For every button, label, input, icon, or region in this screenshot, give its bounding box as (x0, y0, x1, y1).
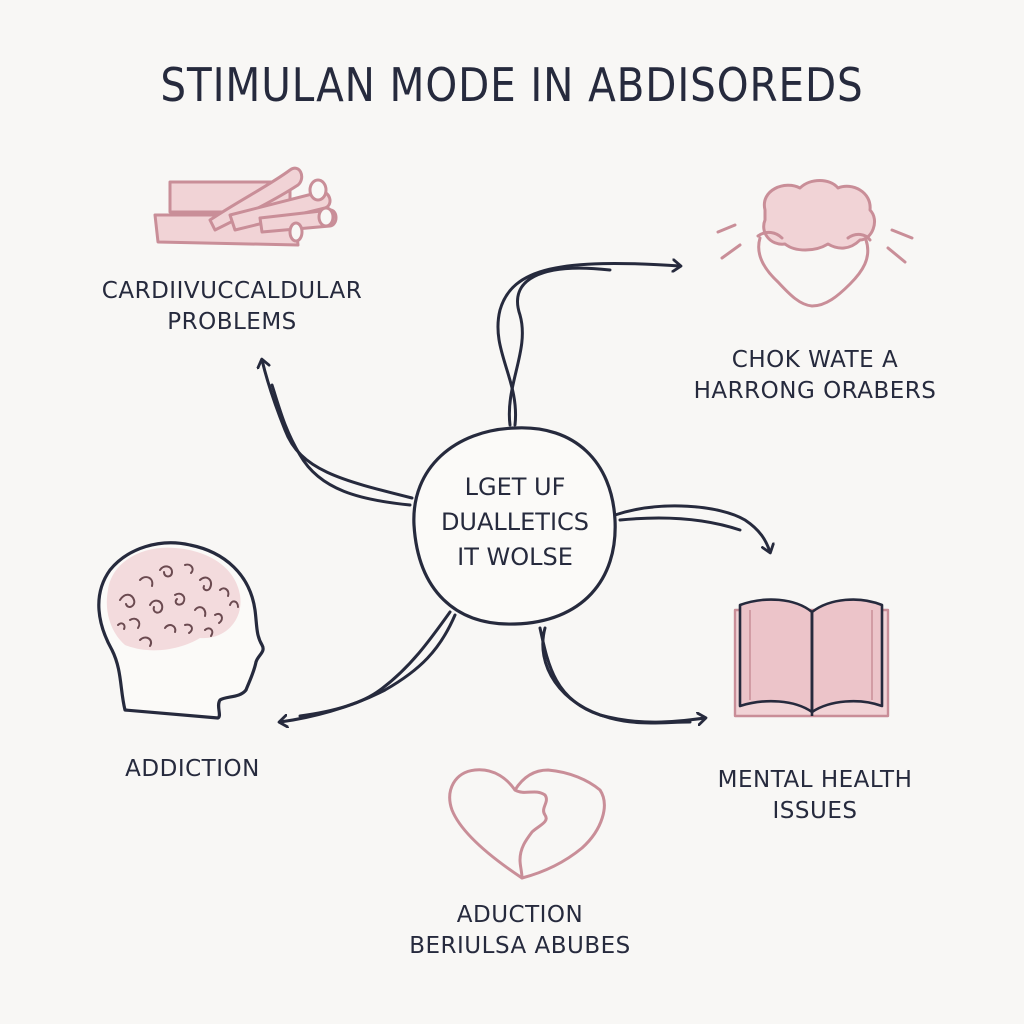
broken-heart-icon (448, 768, 606, 880)
node-line: MENTAL HEALTH (717, 767, 913, 793)
connector-chok-a (496, 263, 680, 427)
connector-addiction-a (280, 613, 457, 722)
center-circle (412, 426, 617, 626)
node-label-chok: CHOK WATE A HARRONG ORABERS (690, 345, 940, 407)
pill-rolls-icon (153, 166, 338, 247)
connector-addiction-b (298, 610, 452, 718)
page-title: STIMULAN MODE IN ABDISOREDS (160, 58, 864, 112)
connectors (262, 263, 770, 723)
connector-chok-b (507, 266, 612, 427)
node-line: BERIULSA ABUBES (409, 933, 631, 960)
connector-book-b (541, 626, 692, 725)
node-line: PROBLEMS (167, 309, 297, 336)
center-line: DUALLETICS (440, 507, 590, 536)
node-label-mental: MENTAL HEALTH ISSUES (700, 765, 930, 827)
node-line: ISSUES (772, 798, 858, 825)
connector-mental-a (613, 504, 770, 552)
node-label-addiction: ADDICTION (110, 754, 275, 785)
open-book-icon (733, 598, 890, 718)
brain-head-icon (97, 541, 265, 720)
connector-cardio-b (270, 383, 412, 507)
cloud-head-icon (716, 179, 914, 308)
center-line: IT WOLSE (457, 542, 573, 571)
node-line: HARRONG ORABERS (693, 378, 937, 405)
center-node-label: LGET UF DUALLETICS IT WOLSE (420, 470, 610, 574)
center-line: LGET UF (464, 473, 566, 501)
connector-cardio-a (262, 360, 414, 500)
node-line: ADDICTION (125, 756, 260, 782)
node-label-aduction: ADUCTION BERIULSA ABUBES (400, 900, 640, 962)
node-line: ADUCTION (456, 902, 584, 928)
connector-book-a (538, 626, 705, 722)
node-label-cardio: CARDIIVUCCALDULAR PROBLEMS (100, 276, 364, 338)
connector-mental-b (618, 516, 742, 532)
node-line: CARDIIVUCCALDULAR (101, 278, 363, 304)
node-line: CHOK WATE A (731, 347, 899, 373)
